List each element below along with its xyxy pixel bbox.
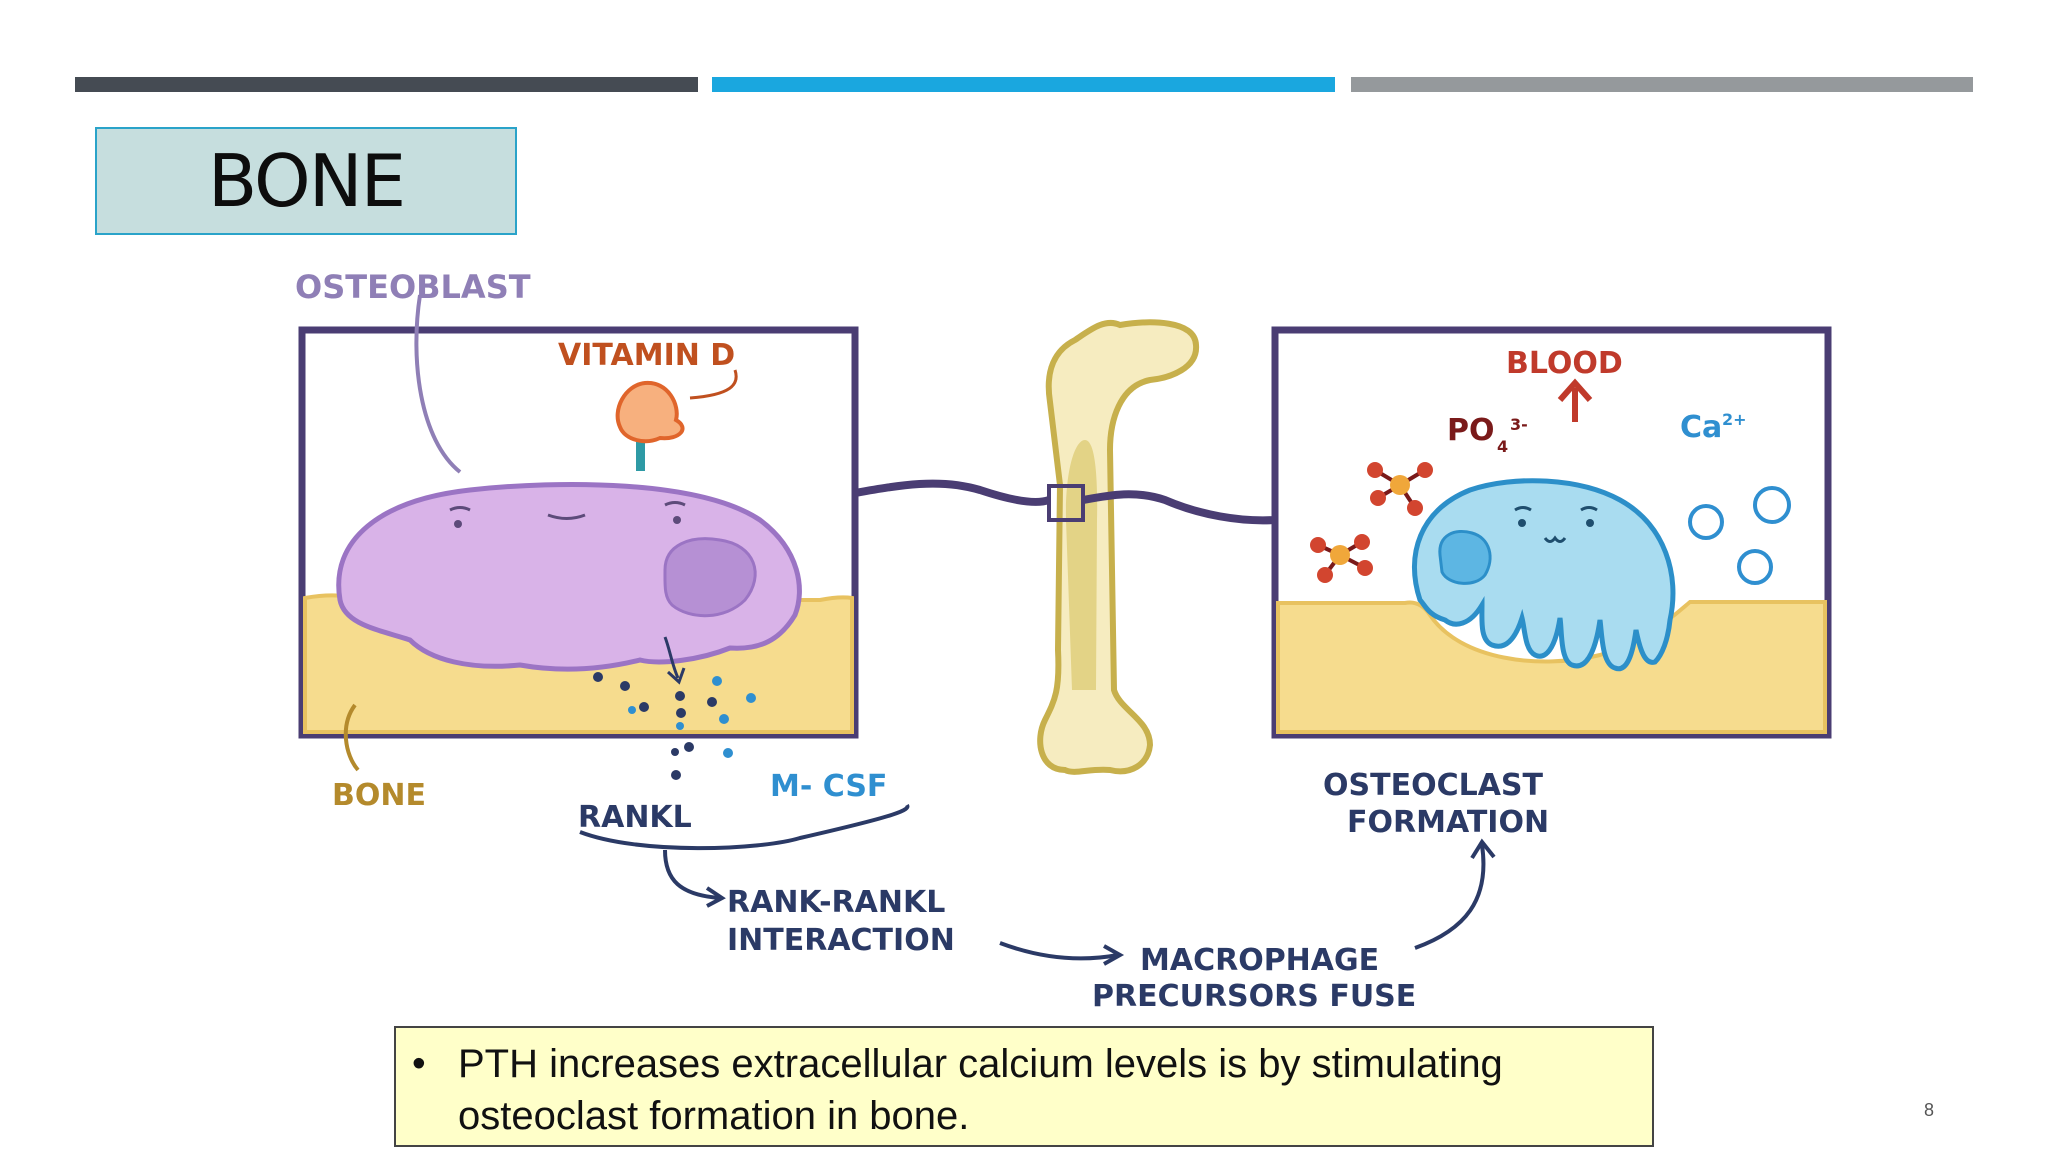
osteoblast-panel	[298, 294, 859, 780]
slide-title-box: BONE	[95, 127, 517, 235]
label-ca-sup: 2+	[1722, 410, 1747, 429]
label-formation: FORMATION	[1347, 805, 1549, 840]
label-osteoblast: OSTEOBLAST	[295, 268, 531, 306]
secretion-arrowhead	[666, 667, 686, 685]
osteoclast-eye-right	[1586, 519, 1594, 527]
arrow-to-osteoclast	[1414, 844, 1486, 950]
label-rankl: RANKL	[578, 800, 692, 835]
connector-left	[854, 479, 1051, 506]
label-vitamin-d: VITAMIN D	[558, 338, 735, 373]
header-bar-blue	[712, 77, 1335, 92]
label-m-csf: M- CSF	[770, 769, 887, 804]
bullet-marker: •	[412, 1042, 426, 1085]
secretion-arrow	[663, 636, 680, 679]
label-po4: PO	[1447, 413, 1495, 448]
label-macrophage: MACROPHAGE	[1140, 943, 1379, 978]
osteoclast-cell	[1411, 478, 1676, 672]
vitamin-d-receptor	[636, 433, 645, 471]
summary-note-box: • PTH increases extracellular calcium le…	[394, 1026, 1654, 1147]
page-number: 8	[1924, 1100, 1935, 1120]
header-bar-gray	[1351, 77, 1973, 92]
osteoblast-eye-left	[454, 520, 462, 528]
osteoclast-nucleus	[1438, 530, 1492, 585]
osteoclast-panel	[1271, 326, 1832, 739]
osteoblast-pointer-line	[414, 294, 462, 474]
arrow-to-interaction-head	[705, 886, 726, 908]
m-csf-dots	[628, 676, 756, 758]
calcium-ions	[1688, 486, 1791, 585]
phosphate-molecule-2	[1310, 534, 1373, 583]
label-precursors-fuse: PRECURSORS FUSE	[1092, 979, 1416, 1014]
label-interaction: INTERACTION	[727, 923, 955, 958]
label-po4-sup: 3-	[1510, 415, 1528, 434]
osteoblast-eye-right	[673, 516, 681, 524]
osteoblast-brow-right	[664, 501, 686, 507]
arrow-to-interaction	[663, 849, 721, 900]
phosphate-molecule-1	[1367, 462, 1433, 516]
label-osteoclast: OSTEOCLAST	[1323, 768, 1544, 803]
osteoclast-brow-right	[1580, 506, 1598, 512]
vitamin-d-molecule	[615, 380, 685, 444]
osteoclast-mouth	[1543, 535, 1567, 543]
connector-right	[1082, 490, 1276, 525]
arrow-to-fuse-head	[1103, 944, 1125, 966]
label-blood: BLOOD	[1506, 346, 1623, 381]
vitamin-d-pointer-line	[689, 369, 738, 400]
label-po4-sub: 4	[1497, 437, 1508, 456]
summary-note-text: PTH increases extracellular calcium leve…	[458, 1042, 1503, 1138]
femur-outline	[1037, 319, 1200, 775]
label-rank-rankl: RANK-RANKL	[727, 885, 945, 920]
femur-bone	[1037, 319, 1200, 775]
rankl-mcsf-bracket	[579, 803, 910, 851]
label-bone: BONE	[332, 778, 426, 813]
rankl-dots	[593, 672, 717, 780]
osteoclast-brow-left	[1514, 506, 1532, 512]
slide-title: BONE	[207, 139, 406, 223]
label-ca: Ca	[1680, 410, 1722, 445]
bone-pointer-line	[343, 703, 360, 772]
osteoblast-mouth	[547, 513, 586, 520]
arrow-to-fuse	[999, 941, 1119, 961]
osteoblast-nucleus	[663, 537, 757, 618]
osteoclast-eye-left	[1518, 519, 1526, 527]
osteoblast-brow-left	[449, 506, 471, 512]
arrow-to-osteoclast-head	[1470, 838, 1496, 860]
blood-arrow-head	[1557, 378, 1593, 402]
header-bar-dark	[75, 77, 698, 92]
osteoblast-cell	[336, 481, 802, 672]
